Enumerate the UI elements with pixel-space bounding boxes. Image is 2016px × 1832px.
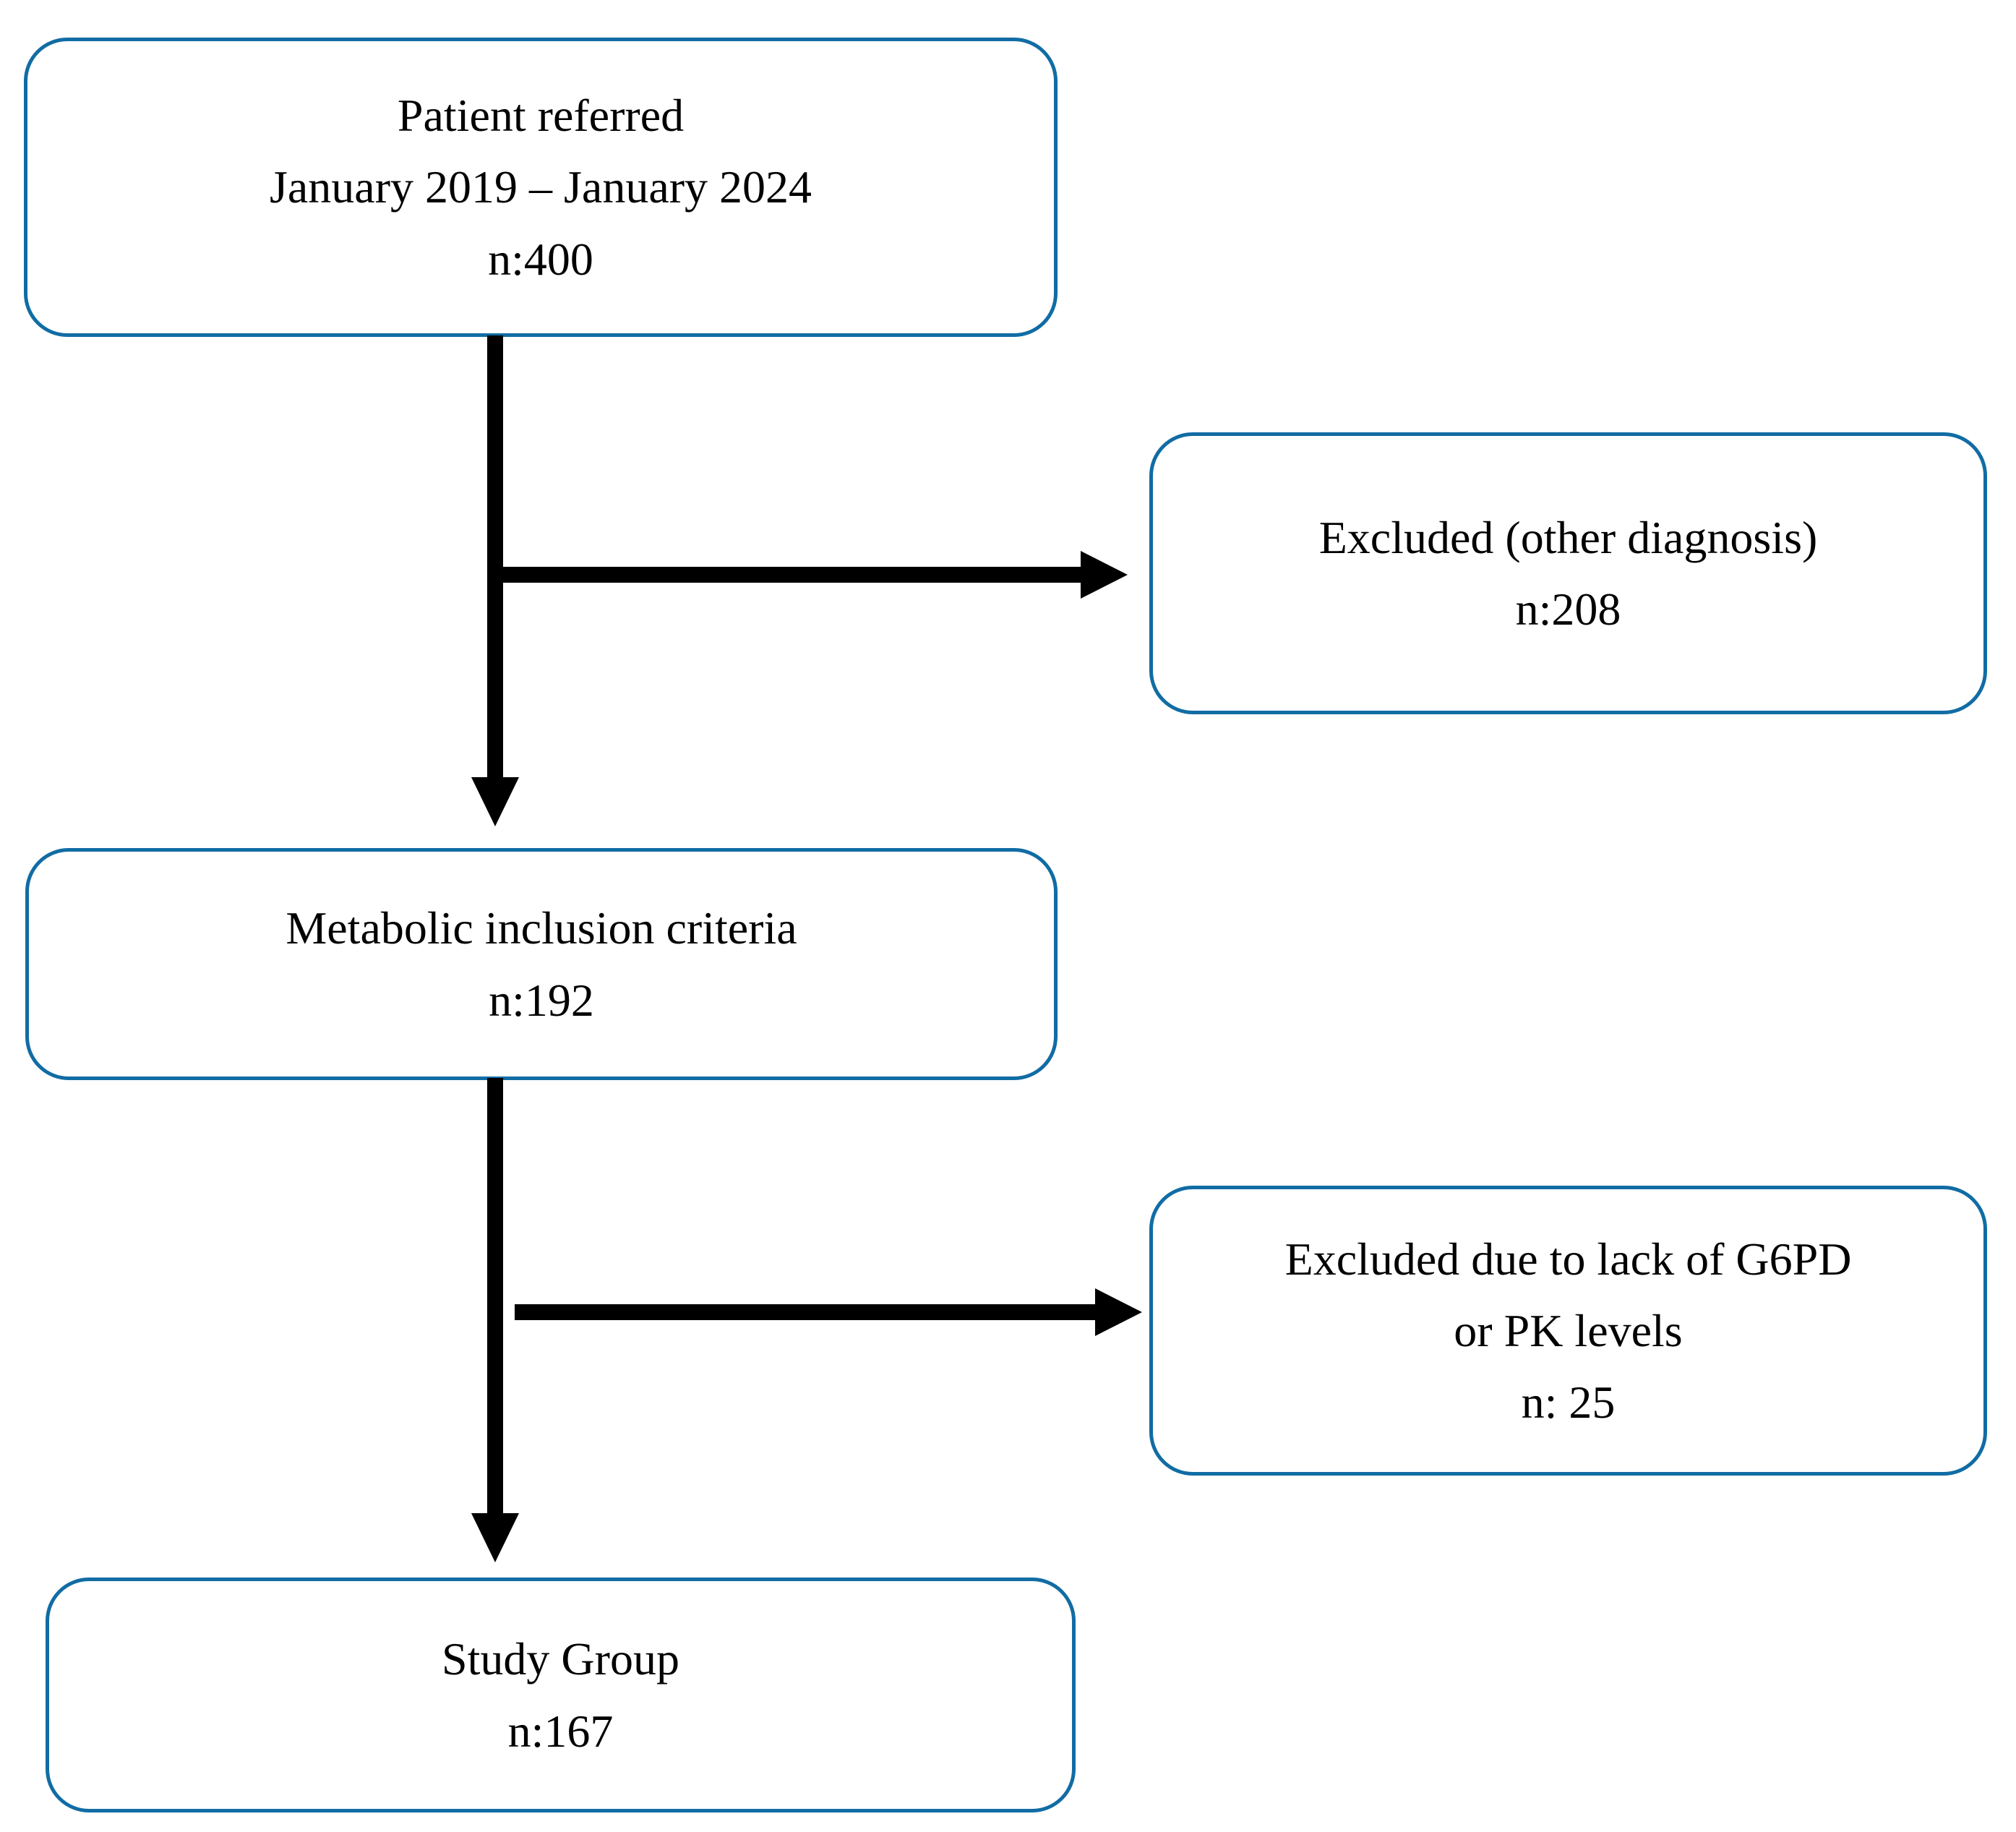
flow-box-patient-referred: Patient referred January 2019 – January …	[24, 38, 1058, 337]
box-line: Metabolic inclusion criteria	[286, 902, 797, 954]
arrow-shaft-to-excluded-g6pd-pk	[515, 1304, 1095, 1320]
flow-box-study-group: Study Group n:167	[46, 1578, 1076, 1812]
box-count: n: 25	[1521, 1377, 1616, 1429]
flow-box-metabolic-inclusion-criteria: Metabolic inclusion criteria n:192	[25, 848, 1058, 1080]
box-count: n:167	[507, 1705, 614, 1757]
box-count: n:400	[488, 233, 593, 285]
box-count: n:208	[1515, 583, 1621, 635]
flow-box-excluded-other-diagnosis: Excluded (other diagnosis) n:208	[1149, 432, 1987, 714]
arrowhead-right-to-excluded-other-diagnosis	[1081, 551, 1128, 599]
box-line: January 2019 – January 2024	[269, 161, 812, 213]
arrow-shaft-to-excluded-other-diagnosis	[495, 567, 1081, 583]
arrowhead-down-to-metabolic	[471, 777, 519, 826]
box-line: or PK levels	[1454, 1304, 1683, 1356]
arrow-stem-referred-to-metabolic	[487, 335, 503, 777]
box-line: Excluded due to lack of G6PD	[1284, 1233, 1852, 1285]
arrowhead-down-to-study-group	[471, 1513, 519, 1562]
arrowhead-right-to-excluded-g6pd-pk	[1095, 1288, 1142, 1336]
flow-box-excluded-g6pd-pk: Excluded due to lack of G6PD or PK level…	[1149, 1186, 1987, 1476]
box-line: Patient referred	[397, 90, 685, 142]
arrow-stem-metabolic-to-study-group	[487, 1078, 503, 1513]
box-line: Study Group	[442, 1633, 679, 1685]
box-count: n:192	[489, 974, 594, 1026]
box-line: Excluded (other diagnosis)	[1318, 511, 1818, 563]
